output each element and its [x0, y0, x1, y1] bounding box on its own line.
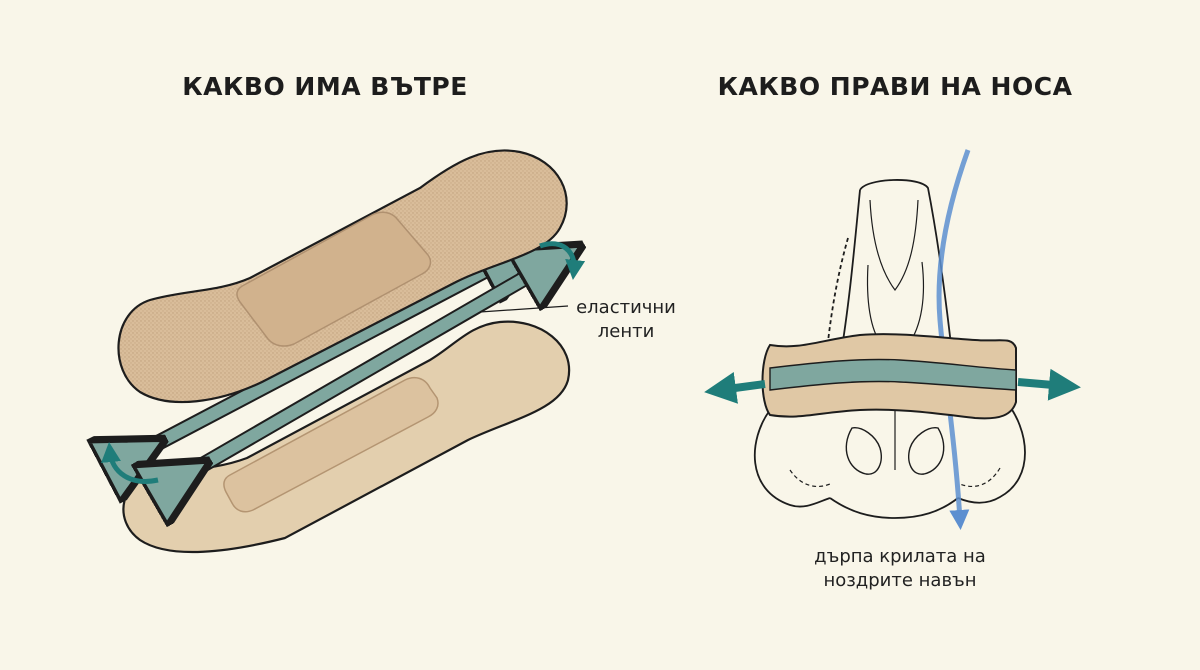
arrow-down-icon	[936, 149, 971, 530]
nasal-strip	[761, 333, 1017, 420]
nostrils-label-line2: ноздрите навън	[823, 570, 977, 591]
elastic-bands-label: еластични ленти	[570, 296, 682, 344]
double-arrow-icon	[704, 368, 1081, 404]
curved-arrow-icon	[539, 241, 586, 280]
elastic-bands-label-line1: еластични	[576, 297, 676, 318]
band-label-leader	[479, 305, 569, 313]
elastic-bands	[135, 255, 553, 478]
left-panel-title: КАКВО ИМА ВЪТРЕ	[182, 72, 468, 101]
curved-arrow-icon	[101, 442, 159, 484]
right-panel-title: КАКВО ПРАВИ НА НОСА	[717, 72, 1073, 101]
elastic-bands-label-line2: ленти	[597, 321, 655, 342]
nostrils-label: дърпа крилата на ноздрите навън	[800, 545, 1000, 593]
top-fabric-layer	[117, 149, 568, 404]
nostrils-label-line1: дърпа крилата на	[814, 546, 986, 567]
